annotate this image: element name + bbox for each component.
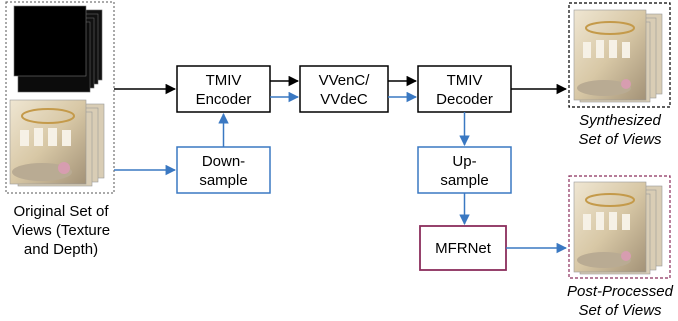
post-processed-views-group xyxy=(568,175,671,279)
downsample-box: Down- sample xyxy=(176,146,271,194)
upsample-label-2: sample xyxy=(440,172,488,189)
synthesized-views-group xyxy=(568,2,671,108)
original-views-caption: Original Set of Views (Texture and Depth… xyxy=(12,203,110,258)
original-caption-line-3: and Depth) xyxy=(24,241,98,258)
post-processed-views-frame xyxy=(568,175,671,279)
mfrnet-box: MFRNet xyxy=(419,225,507,271)
tmiv-encoder-box: TMIV Encoder xyxy=(176,65,271,113)
synthesized-caption-line-1: Synthesized xyxy=(579,112,661,129)
texture-path-arrows xyxy=(114,75,568,95)
synthesized-caption: Synthesized Set of Views xyxy=(578,112,662,148)
downsample-label-2: sample xyxy=(199,172,247,189)
vvenc-vvdec-box: VVenC/ VVdeC xyxy=(299,65,389,113)
tmiv-encoder-label-2: Encoder xyxy=(196,91,252,108)
tmiv-decoder-label-1: TMIV xyxy=(447,72,483,89)
post-processed-caption-line-1: Post-Processed xyxy=(567,283,674,300)
upsample-box: Up- sample xyxy=(417,146,512,194)
tmiv-decoder-box: TMIV Decoder xyxy=(417,65,512,113)
depth-path-arrows xyxy=(114,91,568,254)
mfrnet-label: MFRNet xyxy=(435,240,492,257)
depth-map-stack xyxy=(13,5,103,93)
post-processed-caption-line-2: Set of Views xyxy=(578,302,662,319)
synthesized-views-frame xyxy=(568,2,671,108)
post-processed-caption: Post-Processed Set of Views xyxy=(567,283,674,319)
upsample-label-1: Up- xyxy=(452,153,476,170)
vvenc-label-1: VVenC/ xyxy=(319,72,371,89)
tmiv-decoder-label-2: Decoder xyxy=(436,91,493,108)
original-views-group xyxy=(5,1,115,194)
tmiv-encoder-label-1: TMIV xyxy=(206,72,242,89)
original-views-frame xyxy=(5,1,115,194)
original-caption-line-1: Original Set of xyxy=(13,203,109,220)
downsample-label-1: Down- xyxy=(202,153,245,170)
original-caption-line-2: Views (Texture xyxy=(12,222,110,239)
texture-image-stack xyxy=(9,99,105,187)
synthesized-caption-line-2: Set of Views xyxy=(578,131,662,148)
vvenc-label-2: VVdeC xyxy=(320,91,368,108)
